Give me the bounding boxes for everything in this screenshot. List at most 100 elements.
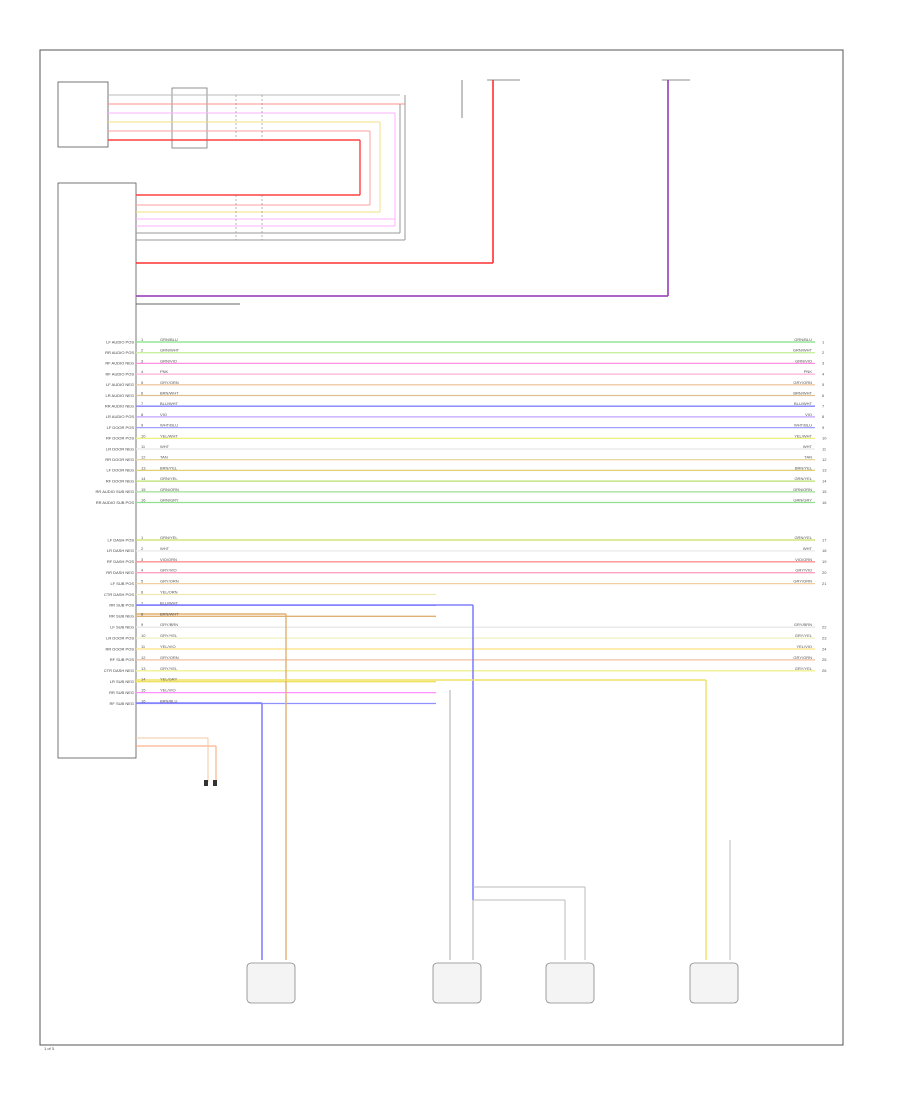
lower-pin-name: RR DASH NEG	[106, 570, 134, 575]
lower-wire-code: BLU/WHT	[160, 600, 179, 605]
upper-pin-number: 12	[141, 455, 146, 460]
lower-wire-code-right: GRY/YEL	[795, 633, 813, 638]
upper-pin-name: LF DOOR NEG	[106, 468, 134, 473]
upper-wire-code: YEL/WHT	[160, 433, 178, 438]
lower-pin-number-right: 24	[822, 646, 827, 651]
upper-wire-code: GRN/GRY	[160, 498, 179, 503]
lower-wire-code-right: GRY/VIO	[795, 568, 812, 573]
upper-pin-number-right: 16	[822, 500, 827, 505]
upper-pin-number-right: 15	[822, 489, 827, 494]
lower-pin-number: 14	[141, 677, 146, 682]
upper-wire-code-right: VIO	[805, 412, 812, 417]
lower-wire-code: YEL/VIO	[160, 688, 176, 693]
upper-pin-number-right: 1	[822, 339, 825, 344]
diagram-frame	[39, 49, 844, 1046]
lower-pin-number-right: 18	[822, 548, 827, 553]
lower-wire-code: WHT	[160, 546, 170, 551]
lower-pin-name: RR DOOR POS	[106, 646, 135, 651]
upper-wire-code: TAN	[160, 455, 168, 460]
upper-pin-name: LF AUDIO NEG	[106, 382, 134, 387]
lower-pin-number-right: 19	[822, 559, 827, 564]
upper-pin-number: 14	[141, 476, 146, 481]
upper-pin-number: 4	[141, 369, 144, 374]
lower-pin-number-right: 17	[822, 537, 827, 542]
upper-pin-name: RR AUDIO SUB NEG	[96, 489, 134, 494]
upper-pin-name: RR DOOR NEG	[105, 457, 134, 462]
upper-pin-number-right: 9	[822, 425, 825, 430]
lower-pin-name: LF DASH POS	[108, 537, 135, 542]
upper-pin-number: 3	[141, 358, 144, 363]
lower-pin-number-right: 23	[822, 635, 827, 640]
top-component	[57, 81, 109, 148]
upper-wire-code: GRN/VIO	[160, 358, 177, 363]
upper-pin-number-right: 2	[822, 350, 825, 355]
upper-pin-number-right: 6	[822, 393, 825, 398]
lower-pin-name: LF SUB NEG	[110, 625, 134, 630]
upper-pin-name: RF AUDIO NEG	[105, 361, 134, 366]
upper-wire-code-right: TAN	[804, 455, 812, 460]
upper-pin-number: 13	[141, 465, 146, 470]
upper-pin-number: 8	[141, 412, 144, 417]
upper-wire-code-right: BRN/WHT	[793, 391, 812, 396]
upper-wire-code-right: GRN/VIO	[795, 358, 812, 363]
upper-pin-number-right: 3	[822, 361, 825, 366]
lower-pin-name: RF SUB NEG	[110, 701, 134, 706]
lower-pin-name: RR SUB NEG	[109, 614, 134, 619]
upper-pin-number: 9	[141, 423, 144, 428]
lower-pin-number: 11	[141, 644, 146, 649]
lower-wire-code-right: GRY/YEL	[795, 666, 813, 671]
upper-wire-code-right: GRN/ORN	[793, 487, 812, 492]
upper-wire-code: GRY/ORN	[160, 380, 179, 385]
lower-wire-code: YEL/VIO	[160, 644, 176, 649]
upper-pin-name: RR AUDIO NEG	[105, 404, 134, 409]
lower-wire-code: GRY/YEL	[160, 666, 178, 671]
lower-pin-name: RF DASH POS	[107, 559, 134, 564]
upper-pin-name: RR AUDIO SUB POS	[96, 500, 135, 505]
upper-wire-code-right: BRN/YEL	[795, 465, 813, 470]
upper-pin-number: 16	[141, 498, 146, 503]
upper-wire-code: GRN/WHT	[160, 348, 180, 353]
lower-wire-code: GRY/ORN	[160, 655, 179, 660]
upper-wire-code-right: GRN/BLU	[794, 337, 812, 342]
upper-wire-code-right: GRN/WHT	[793, 348, 813, 353]
upper-pin-number: 1	[141, 337, 144, 342]
upper-pin-number-right: 8	[822, 414, 825, 419]
lower-pin-number: 4	[141, 568, 144, 573]
lower-wire-code: YEL/GRY	[160, 677, 178, 682]
upper-wire-code-right: WHT	[803, 444, 813, 449]
upper-pin-name: RF DOOR NEG	[106, 478, 134, 483]
lower-wire-code: GRY/YEL	[160, 633, 178, 638]
lower-pin-name: LR SUB NEG	[110, 679, 134, 684]
speaker-right-rear-door	[246, 962, 296, 1004]
upper-pin-number-right: 10	[822, 436, 827, 441]
lower-wire-code-right: GRY/BRN	[794, 622, 812, 627]
lower-pin-number: 8	[141, 611, 144, 616]
lower-pin-name: RR SUB NEG	[109, 690, 134, 695]
lower-pin-number-right: 20	[822, 570, 827, 575]
lower-pin-name: CTR DASH NEG	[104, 668, 134, 673]
lower-wire-code: VIO/ORN	[160, 557, 177, 562]
upper-pin-number-right: 5	[822, 382, 825, 387]
upper-wire-code-right: GRN/YEL	[794, 476, 812, 481]
lower-wire-code-right: VIO/ORN	[795, 557, 812, 562]
lower-pin-name: RR SUB POS	[109, 603, 134, 608]
upper-pin-number: 10	[141, 433, 146, 438]
lower-pin-number: 1	[141, 535, 144, 540]
lower-pin-number-right: 22	[822, 625, 827, 630]
upper-wire-code: GRN/ORN	[160, 487, 179, 492]
lower-pin-number: 16	[141, 699, 146, 704]
lower-pin-number: 6	[141, 590, 144, 595]
top-harness	[108, 94, 406, 241]
inline-connector	[171, 87, 208, 149]
upper-pin-name: RR AUDIO POS	[105, 350, 134, 355]
lower-wire-code: YEL/ORN	[160, 590, 178, 595]
upper-pin-number: 2	[141, 348, 144, 353]
lower-pin-number-right: 21	[822, 581, 827, 586]
upper-pin-name: RF AUDIO POS	[106, 371, 135, 376]
lower-wire-code-right: GRN/YEL	[794, 535, 812, 540]
upper-pin-name: LR AUDIO NEG	[106, 393, 134, 398]
lower-pin-number: 15	[141, 688, 146, 693]
lower-pin-name: CTR DASH POS	[104, 592, 134, 597]
upper-pin-number: 5	[141, 380, 144, 385]
